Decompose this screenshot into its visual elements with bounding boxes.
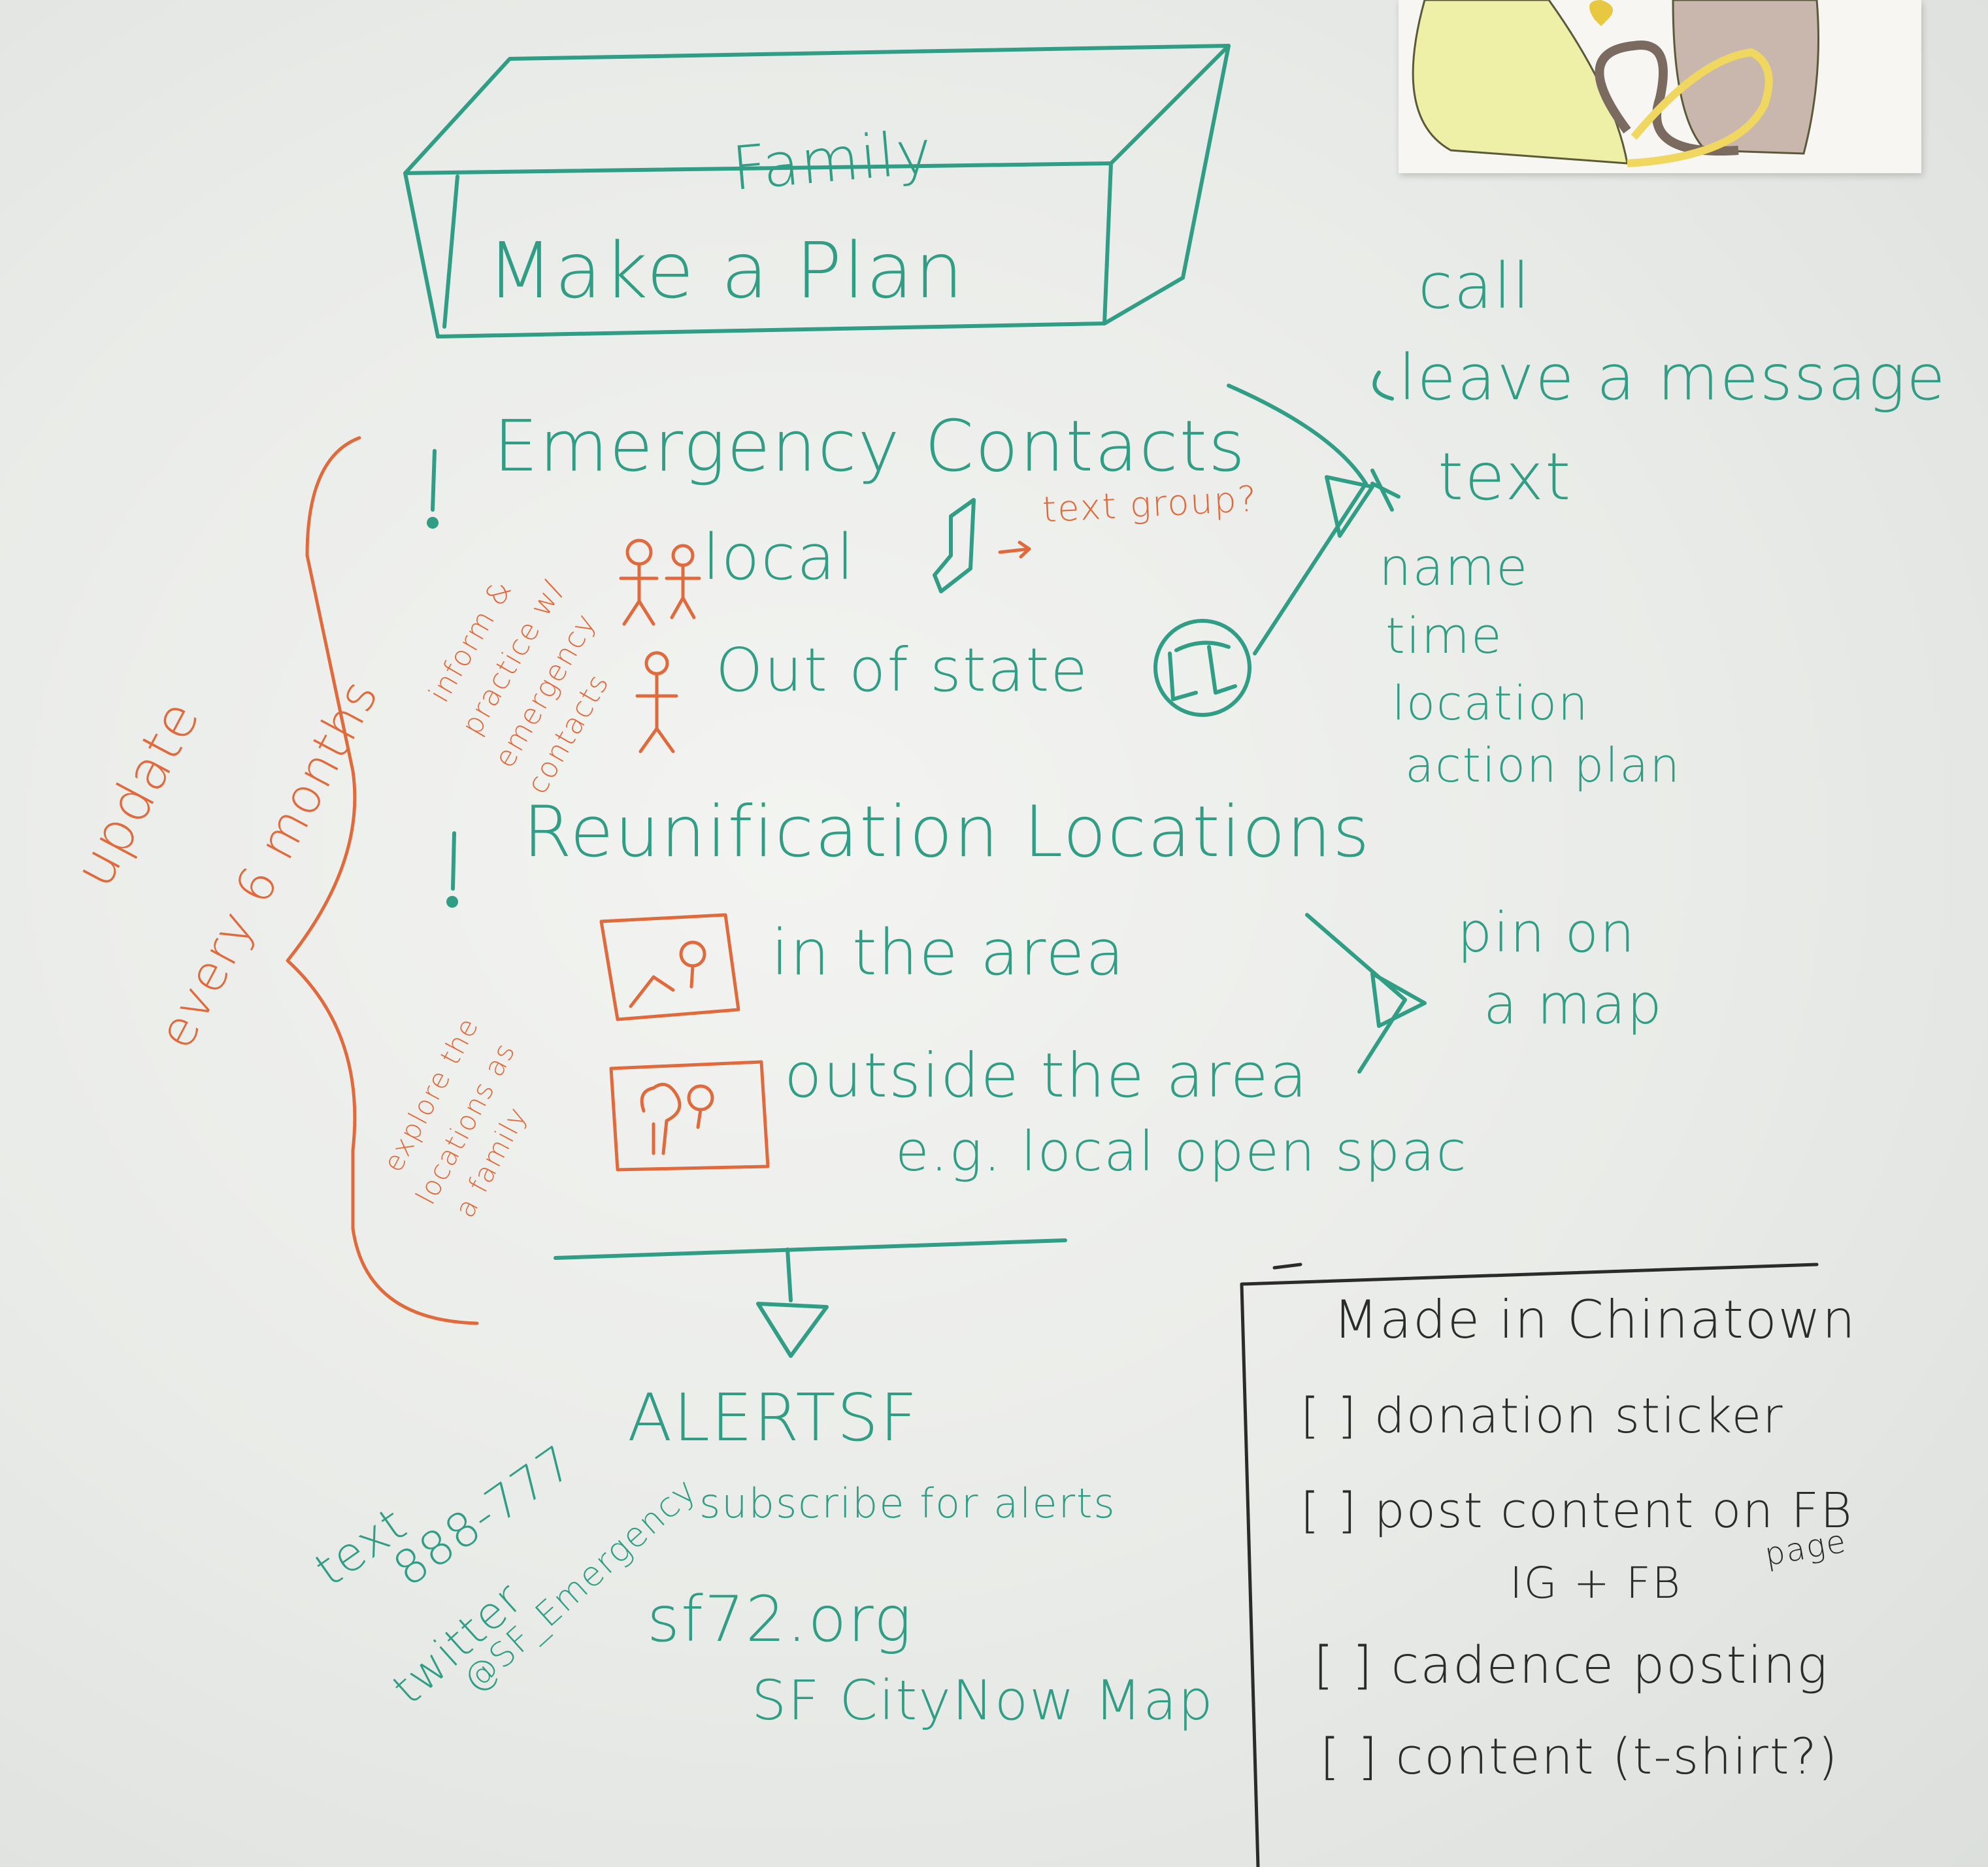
exclamation-icon bbox=[427, 449, 458, 908]
in-area-label: in the area bbox=[771, 916, 1126, 989]
title-box bbox=[403, 44, 1231, 339]
person-figure-icon bbox=[635, 651, 678, 753]
pin-label-2: a map bbox=[1483, 972, 1663, 1036]
connector-lines bbox=[1227, 371, 1427, 1074]
emergency-contacts-heading: Emergency Contacts bbox=[493, 406, 1247, 487]
call-item-location: location bbox=[1392, 676, 1589, 731]
out-of-state-label: Out of state bbox=[716, 635, 1089, 705]
call-item-name: name bbox=[1379, 538, 1529, 597]
checklist-ig-fb: IG + FB bbox=[1510, 1558, 1682, 1608]
park-map-thumbnail-icon bbox=[609, 1060, 770, 1172]
family-figures-icon bbox=[619, 538, 701, 626]
example-label: e.g. local open spac bbox=[895, 1119, 1468, 1183]
text-option-label: text bbox=[1438, 438, 1572, 515]
pin-label-1: pin on bbox=[1457, 900, 1636, 965]
outside-area-label: outside the area bbox=[784, 1040, 1309, 1112]
citynow-label: SF CityNow Map bbox=[752, 1668, 1214, 1732]
subscribe-label: subscribe for alerts bbox=[699, 1479, 1116, 1527]
divider-arrow bbox=[554, 1238, 1067, 1358]
curly-brace bbox=[286, 436, 479, 1325]
text-group-label: text group? bbox=[1041, 478, 1259, 531]
sticky-note-drawing bbox=[1399, 0, 1921, 173]
local-label: local bbox=[703, 521, 855, 594]
checklist-item-post: [ ] post content on FB bbox=[1300, 1483, 1853, 1539]
family-label: Family bbox=[729, 116, 936, 205]
call-label: call bbox=[1418, 250, 1531, 323]
checklist-item-donation: [ ] donation sticker bbox=[1300, 1388, 1784, 1444]
call-item-time: time bbox=[1385, 606, 1503, 665]
phone-circle-icon bbox=[1153, 619, 1251, 717]
checklist-item-cadence: [ ] cadence posting bbox=[1314, 1636, 1829, 1695]
call-item-action-plan: action plan bbox=[1405, 738, 1681, 793]
arrow-icon bbox=[998, 540, 1031, 559]
leave-message-label: leave a message bbox=[1399, 341, 1947, 414]
sf72-label: sf72.org bbox=[647, 1583, 913, 1656]
alertsf-label: ALERTSF bbox=[627, 1380, 919, 1456]
map-thumbnail-icon bbox=[599, 913, 740, 1021]
phone-icon bbox=[933, 498, 976, 593]
checklist-title: Made in Chinatown bbox=[1333, 1289, 1857, 1350]
reunification-heading: Reunification Locations bbox=[523, 791, 1371, 873]
checklist-box bbox=[1240, 1263, 1819, 1867]
checklist-item-content: [ ] content (t-shirt?) bbox=[1320, 1727, 1839, 1785]
page-title: Make a Plan bbox=[487, 225, 965, 316]
